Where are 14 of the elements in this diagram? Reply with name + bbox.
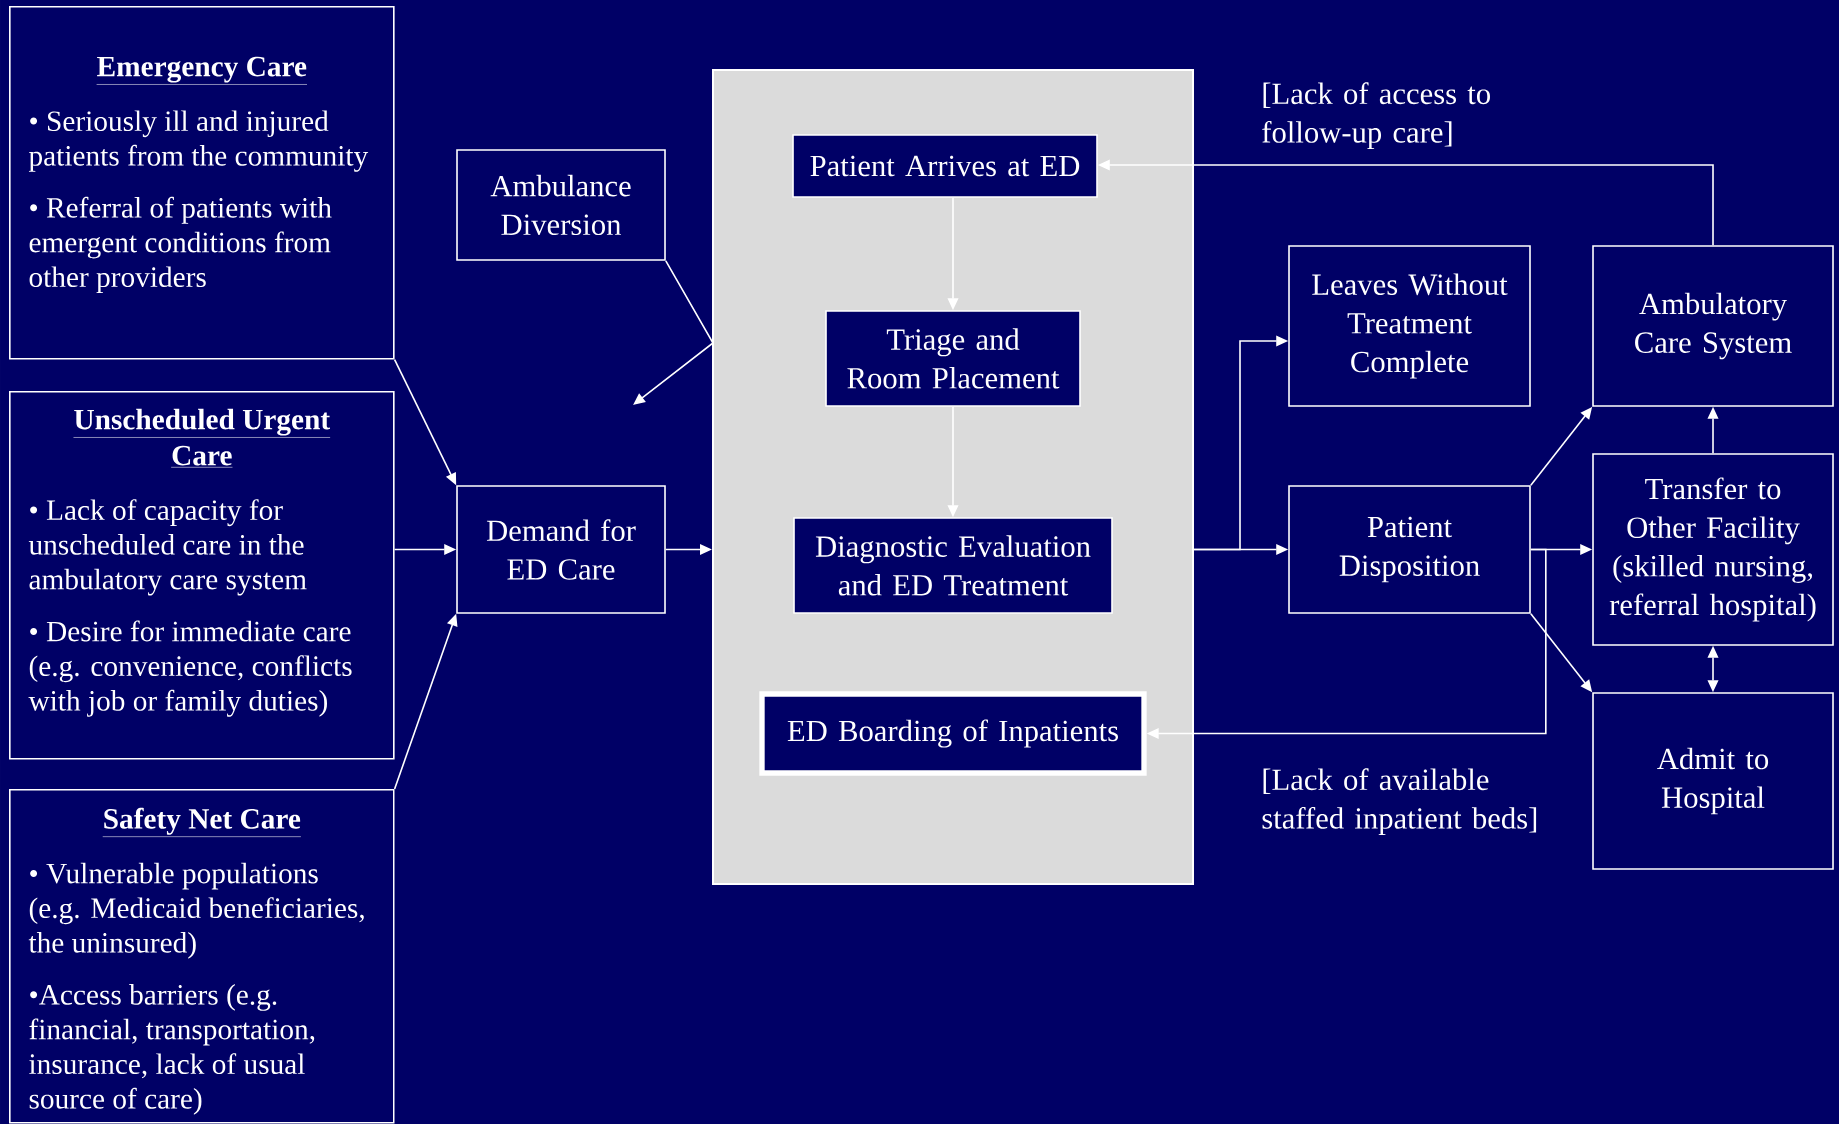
process-box: Patient Disposition xyxy=(1288,485,1531,614)
edge-label: [Lack of access to follow-up care] xyxy=(1262,82,1490,150)
process-box: Admit to Hospital xyxy=(1592,692,1834,870)
process-box: Triage and Room Placement xyxy=(825,310,1081,407)
process-box: Ambulance Diversion xyxy=(456,149,666,261)
process-box: Transfer to Other Facility (skilled nursing, referral hospital) xyxy=(1592,453,1834,646)
arrow xyxy=(633,260,715,405)
process-box: Patient Arrives at ED xyxy=(792,134,1098,198)
process-box: Demand for ED Care xyxy=(456,485,666,614)
process-box: Ambulatory Care System xyxy=(1592,245,1834,407)
process-box: Leaves Without Treatment Complete xyxy=(1288,245,1531,407)
process-box: ED Boarding of Inpatients xyxy=(759,691,1147,776)
edge-label: [Lack of available staffed inpatient beds] xyxy=(1262,768,1537,836)
process-box: Diagnostic Evaluation and ED Treatment xyxy=(793,517,1113,614)
